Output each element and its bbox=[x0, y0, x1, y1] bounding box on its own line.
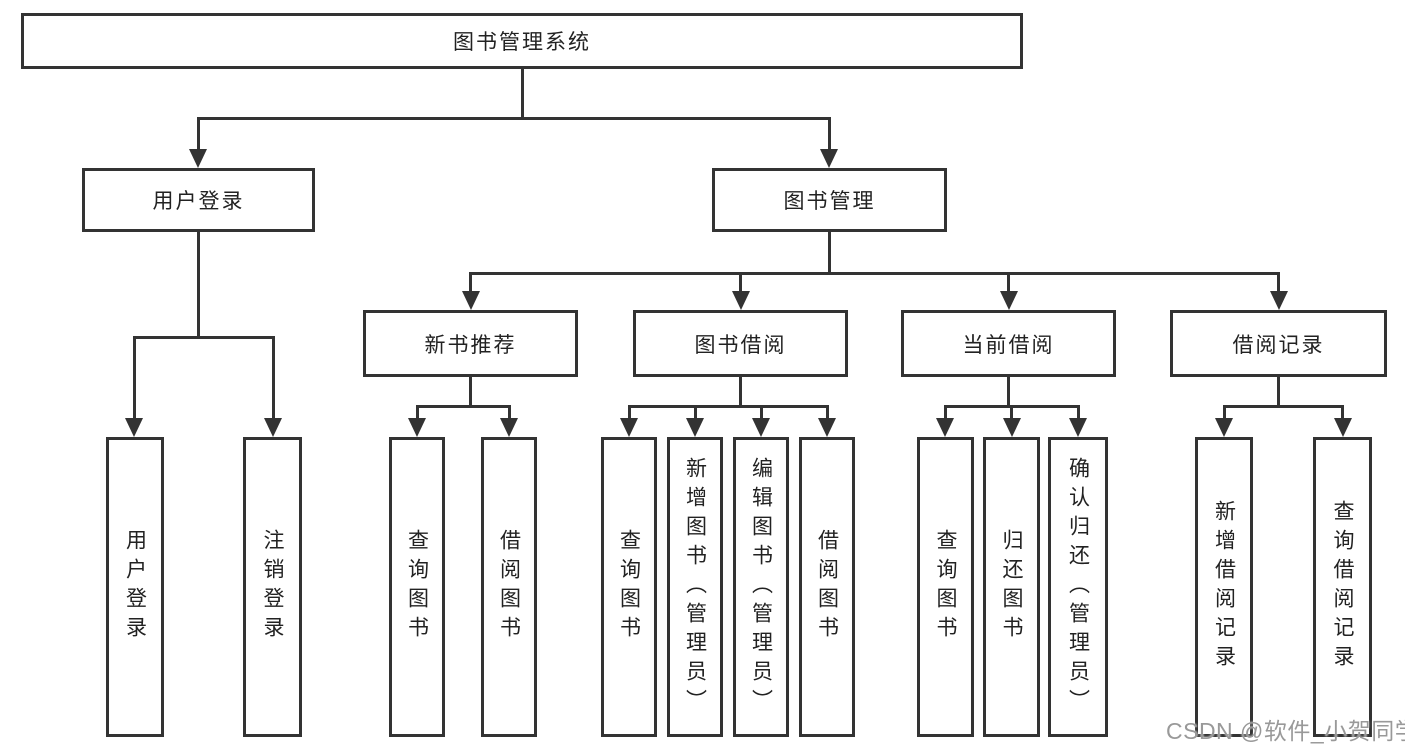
watermark: CSDN @软件_小贺同学 bbox=[1166, 718, 1405, 744]
leaf-current-confirm-label: 确认归还（管理员） bbox=[1066, 456, 1090, 718]
node-current-borrow: 当前借阅 bbox=[901, 310, 1116, 377]
leaf-borrow-query-label: 查询图书 bbox=[617, 529, 641, 645]
arrow-down-icon bbox=[1333, 418, 1352, 437]
leaf-borrow-add: 新增图书（管理员） bbox=[667, 437, 723, 737]
leaf-records-query: 查询借阅记录 bbox=[1313, 437, 1372, 737]
leaf-logout: 注销登录 bbox=[243, 437, 302, 737]
connector-line bbox=[1222, 405, 1344, 408]
connector-line bbox=[825, 405, 829, 421]
leaf-borrow-query: 查询图书 bbox=[601, 437, 657, 737]
leaf-user-login-label: 用户登录 bbox=[123, 529, 147, 645]
connector-line bbox=[1277, 272, 1280, 293]
connector-line bbox=[271, 336, 275, 420]
arrow-down-icon bbox=[620, 418, 638, 437]
connector-line bbox=[520, 69, 524, 117]
node-book-borrow: 图书借阅 bbox=[633, 310, 848, 377]
arrow-down-icon bbox=[752, 418, 770, 437]
node-borrow-records: 借阅记录 bbox=[1170, 310, 1387, 377]
connector-line bbox=[1007, 377, 1010, 405]
arrow-down-icon bbox=[408, 418, 426, 437]
connector-line bbox=[196, 117, 200, 151]
leaf-records-query-label: 查询借阅记录 bbox=[1331, 500, 1354, 674]
node-book-mgmt-label: 图书管理 bbox=[783, 190, 876, 213]
connector-line bbox=[469, 377, 472, 405]
connector-line bbox=[415, 405, 511, 408]
leaf-borrow-edit-label: 编辑图书（管理员） bbox=[749, 456, 773, 718]
node-root: 图书管理系统 bbox=[21, 13, 1023, 69]
leaf-current-return-label: 归还图书 bbox=[1000, 529, 1023, 645]
leaf-borrow-borrow: 借阅图书 bbox=[799, 437, 855, 737]
leaf-current-return: 归还图书 bbox=[983, 437, 1040, 737]
leaf-user-login: 用户登录 bbox=[106, 437, 164, 737]
node-root-label: 图书管理系统 bbox=[453, 31, 591, 54]
leaf-logout-label: 注销登录 bbox=[261, 529, 284, 645]
arrow-down-icon bbox=[461, 291, 480, 310]
leaf-borrow-borrow-label: 借阅图书 bbox=[815, 529, 839, 645]
node-book-mgmt: 图书管理 bbox=[712, 168, 947, 232]
arrow-down-icon bbox=[189, 149, 207, 168]
connector-line bbox=[469, 272, 1280, 275]
arrow-down-icon bbox=[686, 418, 704, 437]
connector-line bbox=[196, 117, 831, 120]
node-new-books-label: 新书推荐 bbox=[424, 333, 517, 357]
arrow-down-icon bbox=[818, 418, 836, 437]
arrow-down-icon bbox=[1002, 418, 1021, 437]
connector-line bbox=[1222, 405, 1226, 421]
arrow-down-icon bbox=[1215, 418, 1233, 437]
arrow-down-icon bbox=[264, 418, 282, 437]
connector-line bbox=[507, 405, 511, 421]
connector-line bbox=[627, 405, 829, 408]
leaf-borrow-add-label: 新增图书（管理员） bbox=[683, 456, 707, 718]
arrow-down-icon bbox=[820, 149, 838, 168]
leaf-records-add-label: 新增借阅记录 bbox=[1212, 500, 1236, 674]
leaf-borrow-edit: 编辑图书（管理员） bbox=[733, 437, 789, 737]
connector-line bbox=[627, 405, 631, 421]
arrow-down-icon bbox=[999, 291, 1018, 310]
connector-line bbox=[739, 377, 742, 405]
leaf-newbooks-query-label: 查询图书 bbox=[405, 529, 429, 645]
connector-line bbox=[827, 117, 831, 151]
arrow-down-icon bbox=[936, 418, 954, 437]
connector-line bbox=[1277, 377, 1280, 405]
node-new-books: 新书推荐 bbox=[363, 310, 578, 377]
leaf-newbooks-borrow: 借阅图书 bbox=[481, 437, 537, 737]
arrow-down-icon bbox=[1269, 291, 1288, 310]
arrow-down-icon bbox=[731, 291, 750, 310]
leaf-newbooks-query: 查询图书 bbox=[389, 437, 445, 737]
leaf-current-query-label: 查询图书 bbox=[934, 529, 957, 645]
arrow-down-icon bbox=[1069, 418, 1087, 437]
connector-line bbox=[1007, 272, 1010, 293]
connector-line bbox=[827, 232, 831, 272]
leaf-records-add: 新增借阅记录 bbox=[1195, 437, 1253, 737]
node-user-login-label: 用户登录 bbox=[152, 190, 245, 213]
connector-line bbox=[132, 336, 136, 420]
leaf-newbooks-borrow-label: 借阅图书 bbox=[497, 529, 521, 645]
node-borrow-records-label: 借阅记录 bbox=[1232, 333, 1325, 357]
connector-line bbox=[132, 336, 275, 339]
arrow-down-icon bbox=[125, 418, 143, 437]
leaf-current-query: 查询图书 bbox=[917, 437, 974, 737]
connector-line bbox=[693, 405, 697, 421]
connector-line bbox=[759, 405, 763, 421]
leaf-current-confirm: 确认归还（管理员） bbox=[1048, 437, 1108, 737]
connector-line bbox=[739, 272, 742, 293]
connector-line bbox=[1341, 405, 1344, 421]
connector-line bbox=[469, 272, 472, 293]
node-user-login: 用户登录 bbox=[82, 168, 315, 232]
node-book-borrow-label: 图书借阅 bbox=[694, 333, 787, 357]
connector-line bbox=[415, 405, 419, 421]
node-current-borrow-label: 当前借阅 bbox=[962, 333, 1055, 357]
connector-line bbox=[196, 232, 200, 336]
arrow-down-icon bbox=[500, 418, 518, 437]
connector-line bbox=[1010, 405, 1013, 421]
connector-line bbox=[943, 405, 947, 421]
connector-line bbox=[1076, 405, 1080, 421]
